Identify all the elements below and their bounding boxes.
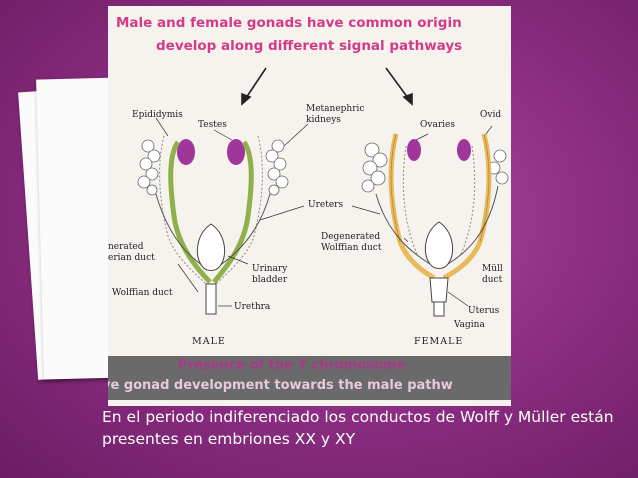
reproductive-tract-illustration [137,67,509,317]
male-left-kidney [137,139,161,196]
female-left-kidney [361,142,388,193]
label-ureters: Ureters [308,200,344,210]
male-bladder [196,223,226,271]
label-kidneys: kidneys [306,115,341,125]
label-male: MALE [192,336,226,347]
female-bladder [424,221,454,269]
arrow-down-left-icon [241,67,267,106]
label-metanephric: Metanephric [306,104,365,114]
figure-title: Male and female gonads have common origi… [116,12,506,60]
male-right-testis [227,139,245,165]
label-urethra: Urethra [234,302,271,312]
label-degenerated-left: nerated [108,242,144,252]
label-wolffian-duct-male: Wolffian duct [112,288,173,298]
label-bladder: bladder [252,275,288,285]
label-mullerian-left: erian duct [108,253,155,263]
figure-title-line-1: Male and female gonads have common origi… [116,15,462,31]
banner-line-2: ve gonad development towards the male pa… [108,378,453,393]
male-right-wolffian-duct [212,140,254,284]
label-testes: Testes [198,120,227,130]
label-vagina: Vagina [454,320,485,330]
label-epididymis: Epididymis [132,110,183,120]
male-left-testis [177,139,195,165]
label-degenerated: Degenerated [321,232,381,242]
female-vagina [433,301,445,317]
female-tract [361,133,509,317]
label-ovaries: Ovaries [420,120,455,130]
label-female: FEMALE [414,336,464,347]
male-tract [137,135,289,315]
female-left-ovary [407,139,421,161]
male-right-kidney [265,139,289,196]
label-ovid: Ovid [480,110,502,120]
label-mull: Müll [482,264,503,274]
arrow-down-right-icon [385,67,413,106]
label-wolffian-duct-female: Wolffian duct [321,243,382,253]
male-left-wolffian-duct [168,140,212,284]
y-chromosome-banner: Presence of the Y chromosome ve gonad de… [108,356,511,400]
label-urinary: Urinary [252,264,288,274]
label-duct: duct [482,275,503,285]
banner-line-1: Presence of the Y chromosome [178,358,406,373]
gonad-development-figure: Male and female gonads have common origi… [108,6,511,406]
male-urethra [205,283,217,315]
label-uterus: Uterus [468,306,500,316]
slide-caption: En el periodo indiferenciado los conduct… [102,408,614,448]
female-right-ovary [457,139,471,161]
female-uterus [429,277,449,303]
figure-title-line-2: develop along different signal pathways [156,38,463,54]
